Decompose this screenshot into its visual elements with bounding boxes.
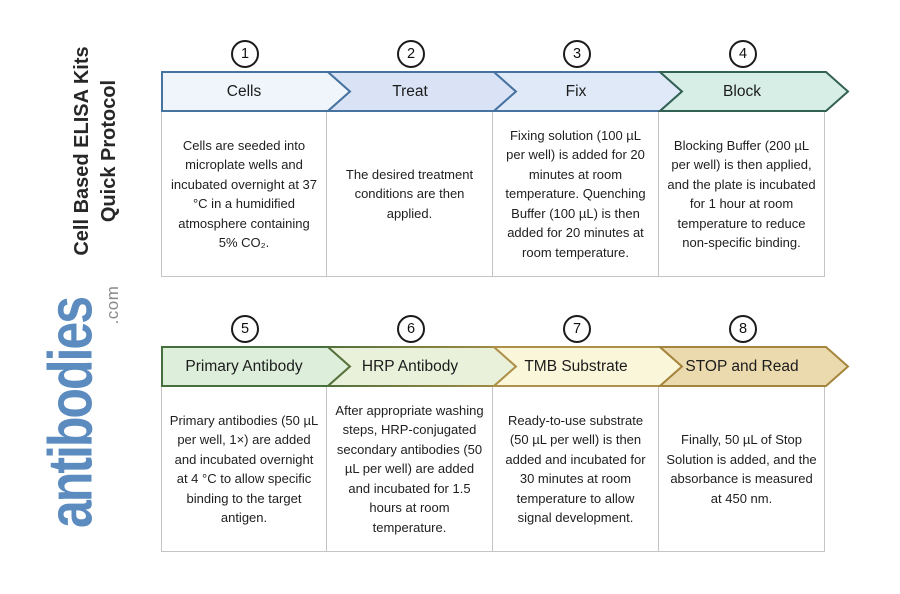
step-label-3: Fix — [565, 82, 587, 100]
step-description-text: Fixing solution (100 µL per well) is add… — [505, 127, 646, 260]
step-label-6: HRP Antibody — [361, 357, 459, 375]
process-arrow-band — [161, 346, 850, 387]
step-4-number-badge: 4 — [729, 40, 757, 68]
step-description-box-3: Fixing solution (100 µL per well) is add… — [492, 111, 659, 277]
step-7-number-badge: 7 — [563, 315, 591, 343]
step-description-box-4: Blocking Buffer (200 µL per well) is the… — [658, 111, 825, 277]
page-title: Cell Based ELISA Kits Quick Protocol — [69, 46, 123, 255]
step-label-7: TMB Substrate — [524, 357, 628, 375]
step-arrow-8 — [657, 346, 850, 387]
step-description-box-5: Primary antibodies (50 µL per well, 1×) … — [161, 386, 327, 552]
step-number: 1 — [240, 46, 250, 62]
process-arrow-band — [161, 71, 850, 112]
step-1-number-badge: 1 — [231, 40, 259, 68]
step-description-text: After appropriate washing steps, HRP-con… — [335, 402, 484, 535]
description-row: Cells are seeded into microplate wells a… — [161, 111, 825, 277]
step-description-text: Cells are seeded into microplate wells a… — [171, 137, 317, 251]
step-number: 2 — [406, 46, 416, 62]
step-3-number-badge: 3 — [563, 40, 591, 68]
step-description-text: Finally, 50 µL of Stop Solution is added… — [666, 432, 817, 506]
step-6-number-badge: 6 — [397, 315, 425, 343]
step-number: 4 — [738, 46, 748, 62]
page-title-line-1: Cell Based ELISA Kits — [71, 46, 93, 256]
step-description-text: Ready-to-use substrate (50 µL per well) … — [505, 412, 646, 526]
step-description-text: Primary antibodies (50 µL per well, 1×) … — [169, 412, 319, 526]
step-label-2: Treat — [392, 82, 428, 100]
step-description-box-8: Finally, 50 µL of Stop Solution is added… — [658, 386, 825, 552]
step-label-1: Cells — [226, 82, 262, 100]
step-description-box-2: The desired treatment conditions are the… — [326, 111, 493, 277]
step-description-box-1: Cells are seeded into microplate wells a… — [161, 111, 327, 277]
step-number: 6 — [406, 321, 416, 337]
step-arrow-4 — [657, 71, 850, 112]
step-8-number-badge: 8 — [729, 315, 757, 343]
logo-domain-suffix: .com — [103, 285, 122, 325]
step-5-number-badge: 5 — [231, 315, 259, 343]
step-label-4: Block — [723, 82, 761, 100]
step-description-text: Blocking Buffer (200 µL per well) is the… — [667, 137, 816, 251]
step-label-5: Primary Antibody — [185, 357, 303, 375]
step-number: 5 — [240, 321, 250, 337]
antibodies-logo: antibodies — [35, 297, 105, 529]
step-label-8: STOP and Read — [685, 357, 799, 375]
page-title-line-2: Quick Protocol — [98, 79, 120, 223]
step-number: 3 — [572, 46, 582, 62]
step-description-box-7: Ready-to-use substrate (50 µL per well) … — [492, 386, 659, 552]
step-description-text: The desired treatment conditions are the… — [345, 166, 474, 221]
description-row: Primary antibodies (50 µL per well, 1×) … — [161, 386, 825, 552]
step-number: 7 — [572, 321, 582, 337]
step-2-number-badge: 2 — [397, 40, 425, 68]
step-description-box-6: After appropriate washing steps, HRP-con… — [326, 386, 493, 552]
step-number: 8 — [738, 321, 748, 337]
